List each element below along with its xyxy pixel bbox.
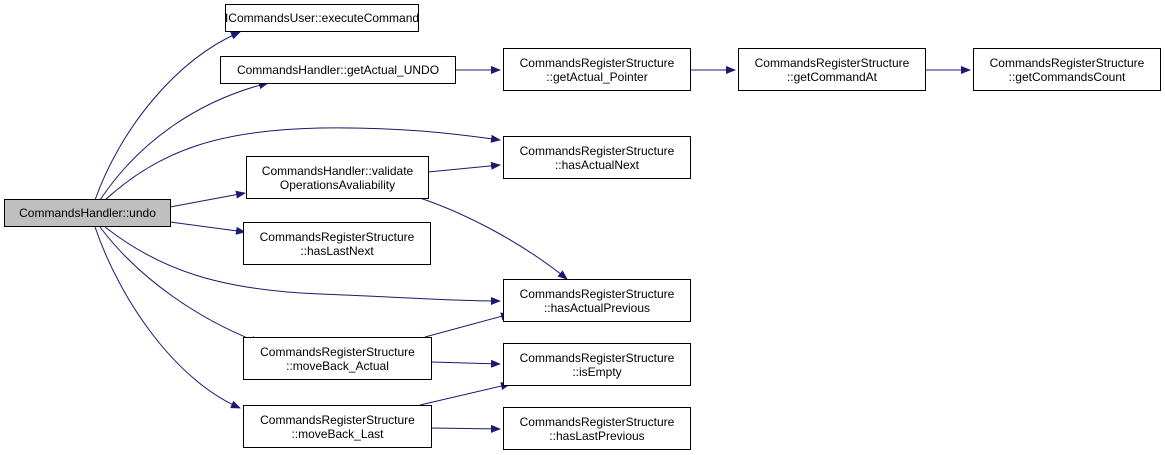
edge-undo-to-get-actual-undo [99,81,269,201]
node-label-line: CommandsHandler::getActual_UNDO [236,63,440,77]
node-label-line: CommandsRegisterStructure [519,143,675,158]
edge-undo-to-has-actual-next [104,127,501,201]
edge-undo-to-has-actual-previous [104,226,501,305]
edge-move-back-actual-to-has-actual-previous [424,312,511,338]
node-get-actual-pointer[interactable]: CommandsRegisterStructure ::getActual_Po… [503,48,691,91]
node-label-line: CommandsRegisterStructure [260,344,415,359]
node-label-line: ICommandsUser::executeCommand [224,11,420,25]
node-label-line: ::isEmpty [572,364,622,379]
node-label-line: ::hasLastNext [300,243,374,258]
edge-undo-to-move-back-last [94,226,241,409]
node-label-line: CommandsRegisterStructure [989,55,1145,70]
node-label-line: CommandsHandler::undo [19,206,156,220]
node-icommands-user-execute-command[interactable]: ICommandsUser::executeCommand [225,4,419,32]
edge-move-back-last-to-is-empty [419,382,511,406]
node-get-commands-count[interactable]: CommandsRegisterStructure ::getCommandsC… [973,48,1161,91]
node-label-line: OperationsAvaliability [279,177,396,192]
node-label-line: ::hasActualNext [554,157,640,172]
node-commands-handler-get-actual-undo[interactable]: CommandsHandler::getActual_UNDO [220,56,456,84]
edge-undo-to-execute-command [94,31,241,201]
node-label-line: CommandsHandler::validate [261,163,414,178]
edge-move-back-actual-to-is-empty [431,359,501,368]
node-commands-handler-validate-operations[interactable]: CommandsHandler::validate OperationsAval… [246,156,429,199]
node-label-line: CommandsRegisterStructure [519,350,675,365]
node-is-empty[interactable]: CommandsRegisterStructure ::isEmpty [503,343,691,386]
node-label-line: CommandsRegisterStructure [519,55,675,70]
node-label-line: CommandsRegisterStructure [754,55,910,70]
edge-validate-to-has-actual-previous [419,197,568,280]
node-label-line: CommandsRegisterStructure [259,229,415,244]
node-label-line: ::getCommandsCount [1008,69,1126,84]
node-label-line: ::getCommandAt [786,69,878,84]
node-label-line: ::getActual_Pointer [546,69,648,84]
node-label-line: CommandsRegisterStructure [519,414,675,429]
node-move-back-actual[interactable]: CommandsRegisterStructure ::moveBack_Act… [243,337,432,380]
node-label-line: CommandsRegisterStructure [260,412,415,427]
edge-undo-to-validate [169,190,246,208]
node-label-line: ::moveBack_Actual [286,358,389,373]
node-has-last-previous[interactable]: CommandsRegisterStructure ::hasLastPrevi… [503,407,691,450]
node-label-line: ::hasLastPrevious [549,428,645,443]
node-label-line: ::moveBack_Last [291,426,384,441]
node-move-back-last[interactable]: CommandsRegisterStructure ::moveBack_Las… [243,405,432,448]
edge-move-back-last-to-has-last-previous [431,424,501,433]
node-has-last-next[interactable]: CommandsRegisterStructure ::hasLastNext [243,222,431,265]
node-has-actual-previous[interactable]: CommandsRegisterStructure ::hasActualPre… [503,279,691,322]
node-label-line: ::hasActualPrevious [543,300,651,315]
node-label-line: CommandsRegisterStructure [519,286,675,301]
node-get-command-at[interactable]: CommandsRegisterStructure ::getCommandAt [738,48,926,91]
edge-undo-to-has-last-next [169,221,246,235]
node-commands-handler-undo[interactable]: CommandsHandler::undo [4,199,171,227]
node-has-actual-next[interactable]: CommandsRegisterStructure ::hasActualNex… [503,136,691,179]
edge-validate-to-has-actual-next [427,161,501,173]
edge-undo-to-move-back-actual [99,226,261,344]
